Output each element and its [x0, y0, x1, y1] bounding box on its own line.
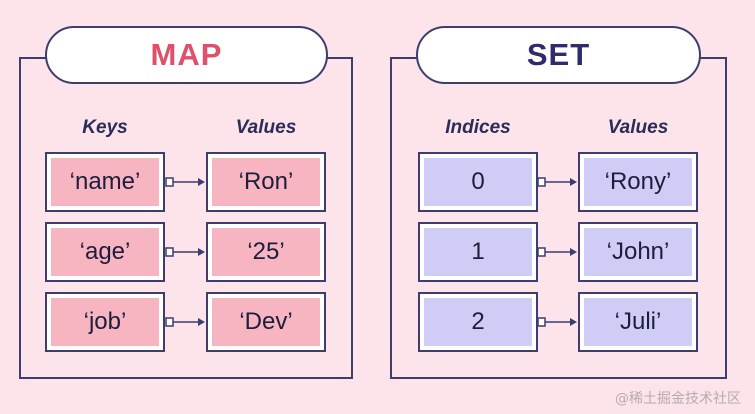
map-value-cell: ‘Ron’: [206, 152, 326, 212]
set-index-cell: 1: [418, 222, 538, 282]
map-title: MAP: [45, 26, 328, 84]
set-index-cell: 0: [418, 152, 538, 212]
arrow-icon: [537, 317, 577, 327]
set-value-cell: ‘Juli’: [578, 292, 698, 352]
set-value-cell: ‘Rony’: [578, 152, 698, 212]
set-value-cell: ‘John’: [578, 222, 698, 282]
set-title: SET: [416, 26, 701, 84]
set-indices-header: Indices: [445, 117, 511, 138]
set-index-cell: 2: [418, 292, 538, 352]
arrow-icon: [165, 177, 205, 187]
map-value-cell: ‘Dev’: [206, 292, 326, 352]
map-key-cell: ‘age’: [45, 222, 165, 282]
set-values-header: Values: [607, 117, 669, 138]
arrow-icon: [165, 247, 205, 257]
arrow-icon: [165, 317, 205, 327]
map-keys-header: Keys: [82, 117, 128, 138]
map-value-cell: ‘25’: [206, 222, 326, 282]
map-values-header: Values: [235, 117, 297, 138]
arrow-icon: [537, 247, 577, 257]
map-key-cell: ‘name’: [45, 152, 165, 212]
arrow-icon: [537, 177, 577, 187]
watermark: @稀土掘金技术社区: [615, 391, 741, 407]
map-key-cell: ‘job’: [45, 292, 165, 352]
